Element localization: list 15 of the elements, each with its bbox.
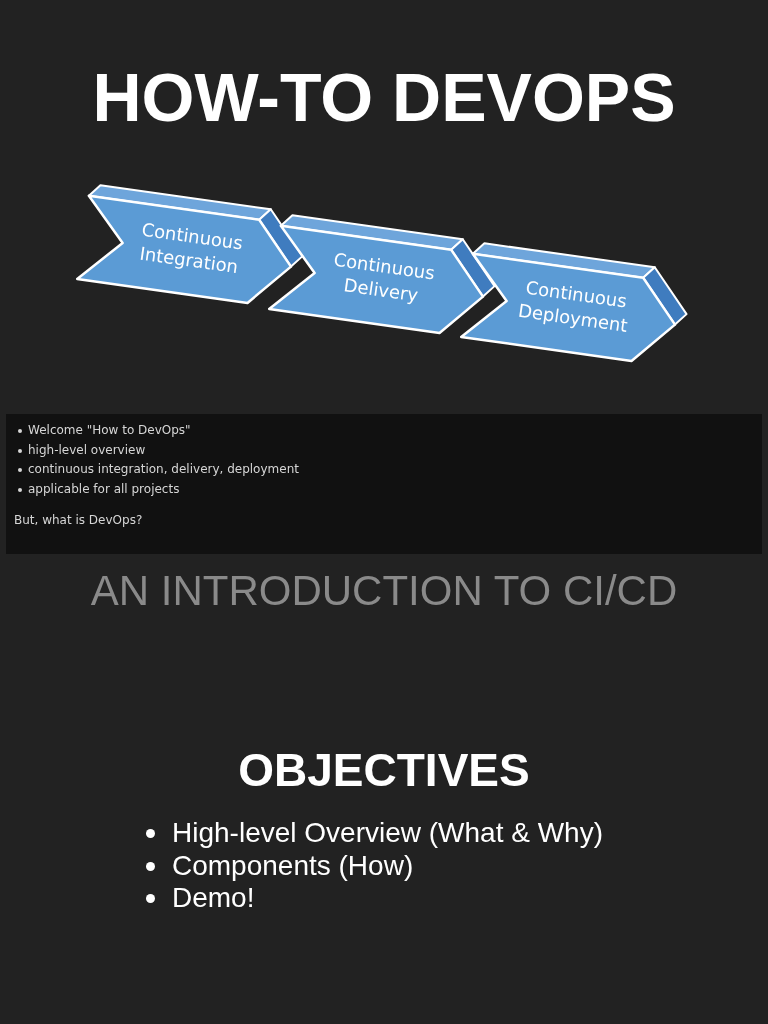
chevron-label: Continuous Integration [137, 217, 246, 280]
bullet-item: Welcome "How to DevOps" [28, 422, 191, 438]
bullet-item: Demo! [172, 882, 255, 914]
chevron-label: Continuous Deployment [515, 275, 630, 338]
slide-subtitle: AN INTRODUCTION TO CI/CD [89, 566, 679, 616]
bullet-item: High-level Overview (What & Why) [172, 817, 603, 849]
section-heading: OBJECTIVES [237, 743, 531, 798]
bullet-item: applicable for all projects [28, 480, 180, 497]
bullet-item: high-level overview [28, 441, 146, 458]
speaker-notes-panel [6, 414, 762, 554]
bullet-item: continuous integration, delivery, deployment [28, 461, 299, 477]
note-text: But, what is DevOps? [14, 512, 143, 528]
slide-title: HOW-TO DEVOPS [91, 58, 677, 137]
chevron-label: Continuous Delivery [331, 247, 438, 308]
bullet-item: Components (How) [172, 849, 414, 882]
